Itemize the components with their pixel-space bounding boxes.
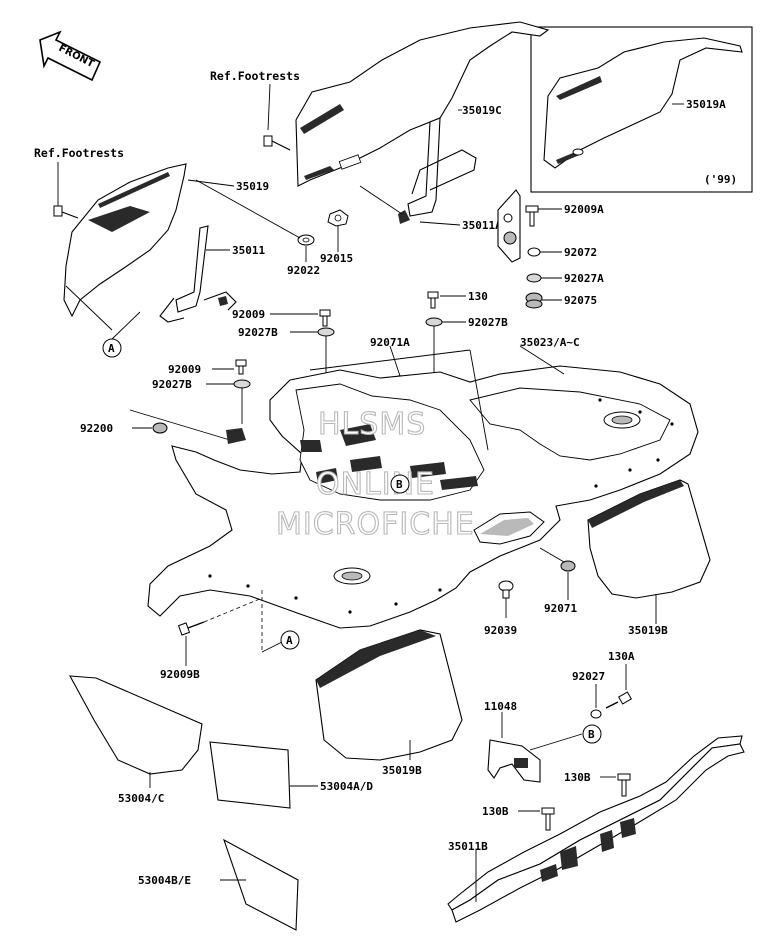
watermark-line-1: HLSMS <box>318 407 426 442</box>
watermark-line-3: MICROFICHE <box>276 507 475 542</box>
label-92027B-b: 92027B <box>152 378 192 391</box>
label-92009-b: 92009 <box>168 363 201 376</box>
washer-92072: 92072 <box>527 246 597 259</box>
label-92009A: 92009A <box>564 203 604 216</box>
label-92027: 92027 <box>572 670 605 683</box>
label-130B-b: 130B <box>482 805 509 818</box>
label-92071A: 92071A <box>370 336 410 349</box>
watermark-line-2: ONLINE <box>316 467 435 502</box>
bolt-92009-b: 92009 <box>168 359 247 376</box>
mudflap-35019B-right: 35019B <box>587 479 711 637</box>
label-35019B-center: 35019B <box>382 764 422 777</box>
label-92071: 92071 <box>544 602 577 615</box>
callout-B-label-right: B <box>588 728 595 741</box>
label-92027B-a: 92027B <box>238 326 278 339</box>
bolt-130B-b: 130B <box>482 805 555 831</box>
label-11048: 11048 <box>484 700 517 713</box>
label-35019: 35019 <box>236 180 269 193</box>
fender-35019: Ref.Footrests 35019 <box>34 146 269 318</box>
bracket-35011: 35011 <box>159 225 265 323</box>
label-130: 130 <box>468 290 488 303</box>
grommet-92039: 92039 <box>484 580 517 637</box>
label-92009-a: 92009 <box>232 308 265 321</box>
bolt-92009B: 92009B <box>160 597 263 681</box>
label-53004C: 53004/C <box>118 792 164 805</box>
label-35011B: 35011B <box>448 840 488 853</box>
label-53004AD: 53004A/D <box>320 780 373 793</box>
mudflap-35019B-center: 35019B <box>315 629 463 777</box>
decal-53004AD: 53004A/D <box>209 741 373 809</box>
label-92009B: 92009B <box>160 668 200 681</box>
label-92027A: 92027A <box>564 272 604 285</box>
rear-fender-35023: 35023/A~C <box>147 336 699 629</box>
bolt-130: 130 <box>427 290 488 309</box>
callout-A-left: A <box>65 285 141 358</box>
label-35011: 35011 <box>232 244 265 257</box>
callout-B-label-center: B <box>396 478 403 491</box>
washer-92027B-b: 92027B <box>152 378 251 424</box>
label-130A: 130A <box>608 650 635 663</box>
decal-53004BE: 53004B/E <box>138 838 299 931</box>
grommet-92200: 92200 <box>80 409 231 441</box>
callout-A-label-center: A <box>286 634 293 647</box>
label-92072: 92072 <box>564 246 597 259</box>
nut-92015: 92015 <box>320 209 353 265</box>
bolt-130B-a: 130B <box>564 771 631 797</box>
label-92039: 92039 <box>484 624 517 637</box>
label-92200: 92200 <box>80 422 113 435</box>
washer-92027: 92027 <box>572 670 605 719</box>
label-35019B-right: 35019B <box>628 624 668 637</box>
decal-53004C: 53004/C <box>69 675 203 805</box>
watermark: HLSMS ONLINE MICROFICHE <box>275 406 475 542</box>
washer-92027A: 92027A <box>526 272 604 285</box>
label-92022: 92022 <box>287 264 320 277</box>
label-ref-footrests-top: Ref.Footrests <box>210 69 300 83</box>
label-35019A: 35019A <box>686 98 726 111</box>
bracket-11048: 11048 <box>484 700 541 783</box>
callout-A-center: A <box>261 590 300 653</box>
label-year-99: ('99) <box>704 173 737 186</box>
label-53004BE: 53004B/E <box>138 874 191 887</box>
label-92027B-right: 92027B <box>468 316 508 329</box>
label-35019C: 35019C <box>462 104 502 117</box>
bracket-35011B: 35011B <box>447 735 745 923</box>
inset-box: 35019A ('99) <box>530 26 753 193</box>
bolt-130A: 130A <box>605 650 635 709</box>
washer-92022: 92022 <box>195 179 320 277</box>
callout-B-right: B <box>529 724 602 751</box>
bracket-plate <box>497 189 521 263</box>
label-35011A: 35011A <box>462 219 502 232</box>
fender-35019C: 35019C Ref.Footrests <box>210 21 550 187</box>
label-92015: 92015 <box>320 252 353 265</box>
grommet-92075: 92075 <box>525 292 597 309</box>
bolt-92009A: 92009A <box>525 203 604 227</box>
callout-A-label-left: A <box>108 342 115 355</box>
label-35023: 35023/A~C <box>520 336 580 349</box>
callout-B-center: B <box>390 474 410 494</box>
grommet-92071: 92071 <box>539 547 577 615</box>
label-130B-a: 130B <box>564 771 591 784</box>
bolt-92009-a: 92009 <box>232 308 331 327</box>
label-ref-footrests-left: Ref.Footrests <box>34 146 124 160</box>
front-arrow-icon: FRONT <box>39 30 102 82</box>
label-92075: 92075 <box>564 294 597 307</box>
bracket-35011A: 35011A <box>359 117 502 232</box>
